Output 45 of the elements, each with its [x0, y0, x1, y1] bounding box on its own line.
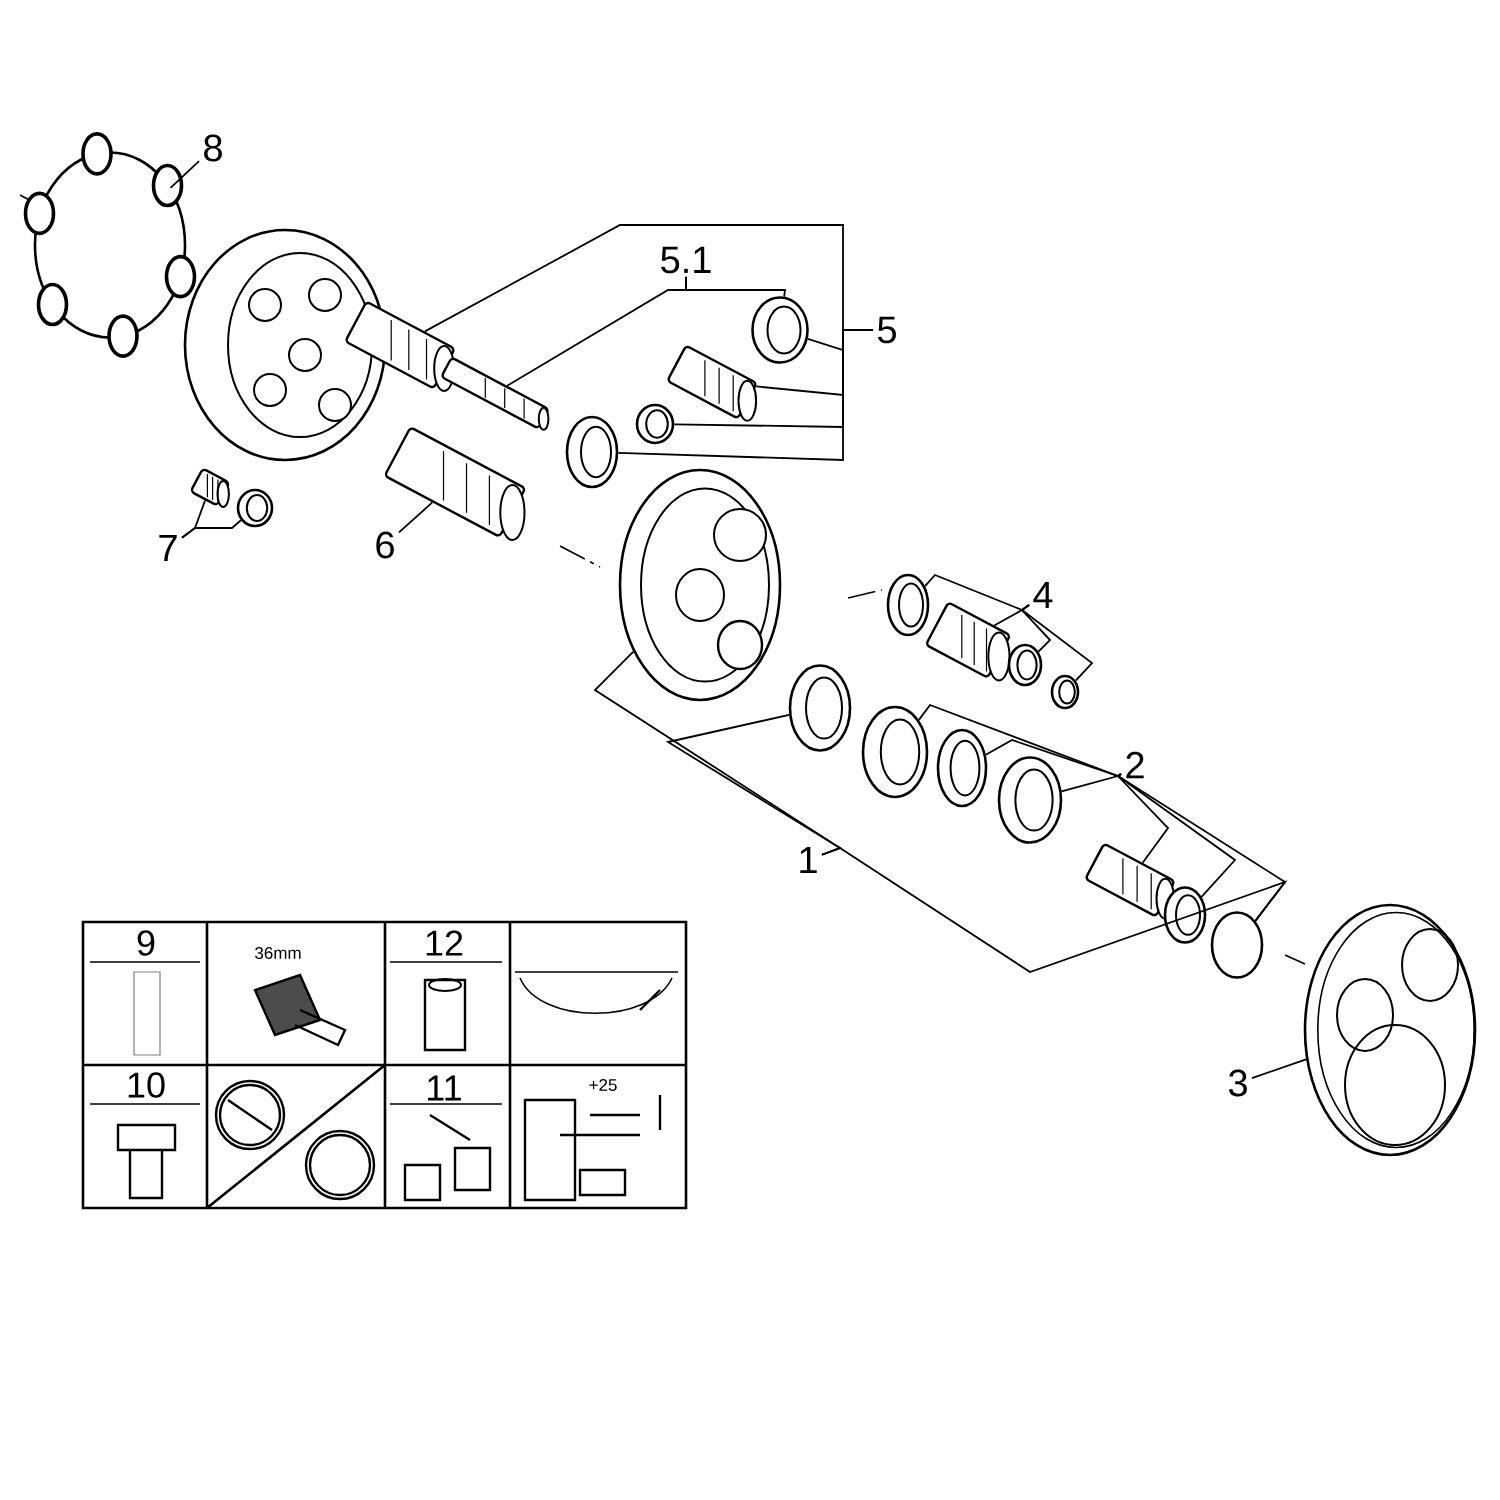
ring-part-drawing	[1007, 643, 1043, 687]
part-number: 10	[128, 1072, 165, 1098]
valve-body-drawing	[183, 228, 387, 462]
part-number: 9	[137, 930, 155, 956]
disc-drawing	[1210, 911, 1264, 979]
callout-number: 7	[154, 531, 182, 565]
leader-line	[169, 160, 200, 189]
ring-part-drawing	[861, 705, 929, 799]
callout-number: 6	[371, 528, 399, 562]
callout-number: 8	[199, 131, 227, 165]
cylinder-part-drawing	[190, 468, 230, 508]
ring-part-drawing	[788, 664, 852, 752]
cylinder-part-drawing	[926, 602, 1011, 682]
ring-part-drawing	[886, 573, 930, 637]
leader-line	[617, 329, 874, 461]
callout-number: 4	[1029, 578, 1057, 612]
ring-part-drawing	[565, 415, 619, 489]
gasket-drawing	[23, 132, 197, 358]
callout-number: 2	[1121, 748, 1149, 782]
part-number: 12	[426, 930, 463, 956]
leader-line	[821, 847, 1288, 973]
cylinder-part-drawing	[345, 301, 455, 392]
cylinder-part-drawing	[441, 357, 550, 431]
callout-number: 3	[1224, 1066, 1252, 1100]
part-number: 11	[428, 1075, 461, 1101]
mounting-plate-drawing	[618, 468, 782, 702]
cylinder-part-drawing	[1085, 843, 1176, 920]
leader-line	[398, 501, 434, 534]
size-label: 36mm	[255, 947, 301, 959]
leader-line	[685, 275, 787, 298]
leader-line	[1251, 1058, 1307, 1080]
ring-part-drawing	[751, 296, 809, 364]
cover-plate-drawing	[1303, 903, 1477, 1157]
callout-number: 1	[794, 843, 822, 877]
ring-part-drawing	[997, 756, 1063, 844]
callout-number: 5	[873, 313, 901, 347]
dimension-label: +25	[589, 1079, 617, 1091]
ring-part-drawing	[635, 403, 675, 445]
ring-part-drawing	[236, 488, 274, 528]
ring-part-drawing	[1050, 674, 1080, 710]
cylinder-part-drawing	[667, 345, 758, 422]
callout-number: 5.1	[656, 243, 716, 277]
leader-line	[1020, 604, 1094, 682]
leader-line	[181, 519, 242, 539]
ring-part-drawing	[936, 728, 988, 808]
